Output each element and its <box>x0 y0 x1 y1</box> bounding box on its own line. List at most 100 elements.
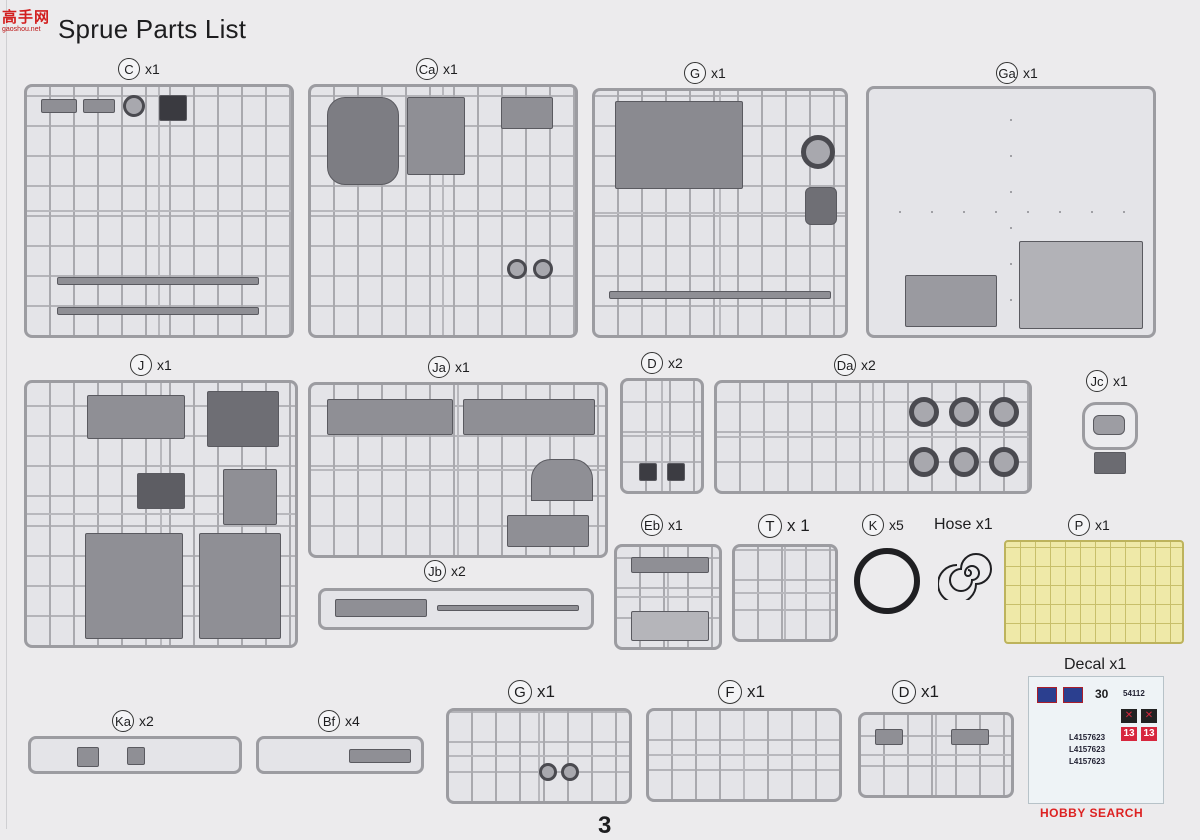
sprue-g2 <box>446 708 632 804</box>
part <box>127 747 145 765</box>
sprue-ga <box>866 86 1156 338</box>
sprue-letter: J <box>130 354 152 376</box>
sprue-count: x5 <box>889 517 904 533</box>
sprue-count: x1 <box>747 682 765 701</box>
watermark: HOBBY SEARCH <box>1040 806 1144 820</box>
part <box>631 611 709 641</box>
label-decal: Decal x1 <box>1064 656 1127 673</box>
part-jc-bracket <box>1094 452 1126 474</box>
part <box>949 397 979 427</box>
sprue-letter: Eb <box>641 514 663 536</box>
part <box>805 187 837 225</box>
part <box>909 397 939 427</box>
sprue-g <box>592 88 848 338</box>
part <box>57 307 259 315</box>
part <box>123 95 145 117</box>
sprue-letter: K <box>862 514 884 536</box>
label-sprue-p: P x1 <box>1068 514 1110 536</box>
part <box>41 99 77 113</box>
label-sprue-ja: Ja x1 <box>428 356 470 378</box>
decal-x-mark: ✕ <box>1141 709 1157 723</box>
part <box>609 291 831 299</box>
decal-code: 54112 <box>1123 689 1145 698</box>
sprue-letter: Da <box>834 354 856 376</box>
sprue-letter: C <box>118 58 140 80</box>
label-sprue-jb: Jb x2 <box>424 560 466 582</box>
label-sprue-ga: Ga x1 <box>996 62 1038 84</box>
sprue-count: x2 <box>139 713 154 729</box>
part <box>533 259 553 279</box>
sprue-count: x1 <box>921 682 939 701</box>
sprue-count: x1 <box>1113 373 1128 389</box>
part <box>159 95 187 121</box>
sprue-c <box>24 84 294 338</box>
sprue-letter: Ga <box>996 62 1018 84</box>
part <box>909 447 939 477</box>
sprue-letter: T <box>758 514 782 538</box>
part <box>801 135 835 169</box>
part <box>1093 415 1125 435</box>
sprue-d <box>620 378 704 494</box>
sprue-letter: G <box>508 680 532 704</box>
part <box>327 399 453 435</box>
part <box>57 277 259 285</box>
roundel-flag <box>1063 687 1083 703</box>
sprue-count: x2 <box>861 357 876 373</box>
label-sprue-bf: Bf x4 <box>318 710 360 732</box>
sprue-d2 <box>858 712 1014 798</box>
site-logo: 高手网 gaoshou.net <box>2 6 72 40</box>
part <box>875 729 903 745</box>
sprue-letter: Ka <box>112 710 134 732</box>
sprue-letter: F <box>718 680 742 704</box>
part <box>561 763 579 781</box>
part <box>407 97 465 175</box>
label-sprue-j: J x1 <box>130 354 172 376</box>
part <box>507 515 589 547</box>
part <box>463 399 595 435</box>
page-number: 3 <box>598 812 612 839</box>
sprue-t <box>732 544 838 642</box>
page-title: Sprue Parts List <box>58 14 247 44</box>
label-sprue-ka: Ka x2 <box>112 710 154 732</box>
sprue-count: x 1 <box>787 516 810 535</box>
part <box>1019 241 1143 329</box>
sprue-ja <box>308 382 608 558</box>
sprue-count: x2 <box>451 563 466 579</box>
sprue-f <box>646 708 842 802</box>
photo-etch-p <box>1004 540 1184 644</box>
part <box>199 533 281 639</box>
part <box>639 463 657 481</box>
label-sprue-t: T x 1 <box>758 514 810 538</box>
part <box>83 99 115 113</box>
sprue-count: x2 <box>668 355 683 371</box>
label-sprue-da: Da x2 <box>834 354 876 376</box>
sprue-letter: Jc <box>1086 370 1108 392</box>
decal-x-mark: ✕ <box>1121 709 1137 723</box>
part <box>349 749 411 763</box>
logo-text: 高手网 <box>2 8 51 26</box>
label-sprue-jc: Jc x1 <box>1086 370 1128 392</box>
decal-number: 30 <box>1095 687 1109 701</box>
sprue-count: x1 <box>537 682 555 701</box>
sprue-da <box>714 380 1032 494</box>
sprue-count: x1 <box>455 359 470 375</box>
part <box>223 469 277 525</box>
part <box>539 763 557 781</box>
part <box>507 259 527 279</box>
sprue-count: x1 <box>1095 517 1110 533</box>
part <box>949 447 979 477</box>
sprue-count: x4 <box>345 713 360 729</box>
sprue-jc <box>1082 402 1138 450</box>
logo-url: gaoshou.net <box>2 26 41 33</box>
label-sprue-g2: G x1 <box>508 680 555 704</box>
sprue-letter: D <box>892 680 916 704</box>
label-sprue-f: F x1 <box>718 680 765 704</box>
part <box>137 473 185 509</box>
decal-13: 13 <box>1141 727 1157 741</box>
label-sprue-d2: D x1 <box>892 680 939 704</box>
part <box>531 459 593 501</box>
sprue-jb <box>318 588 594 630</box>
part <box>85 533 183 639</box>
sprue-letter: P <box>1068 514 1090 536</box>
page-edge-line <box>6 0 7 829</box>
